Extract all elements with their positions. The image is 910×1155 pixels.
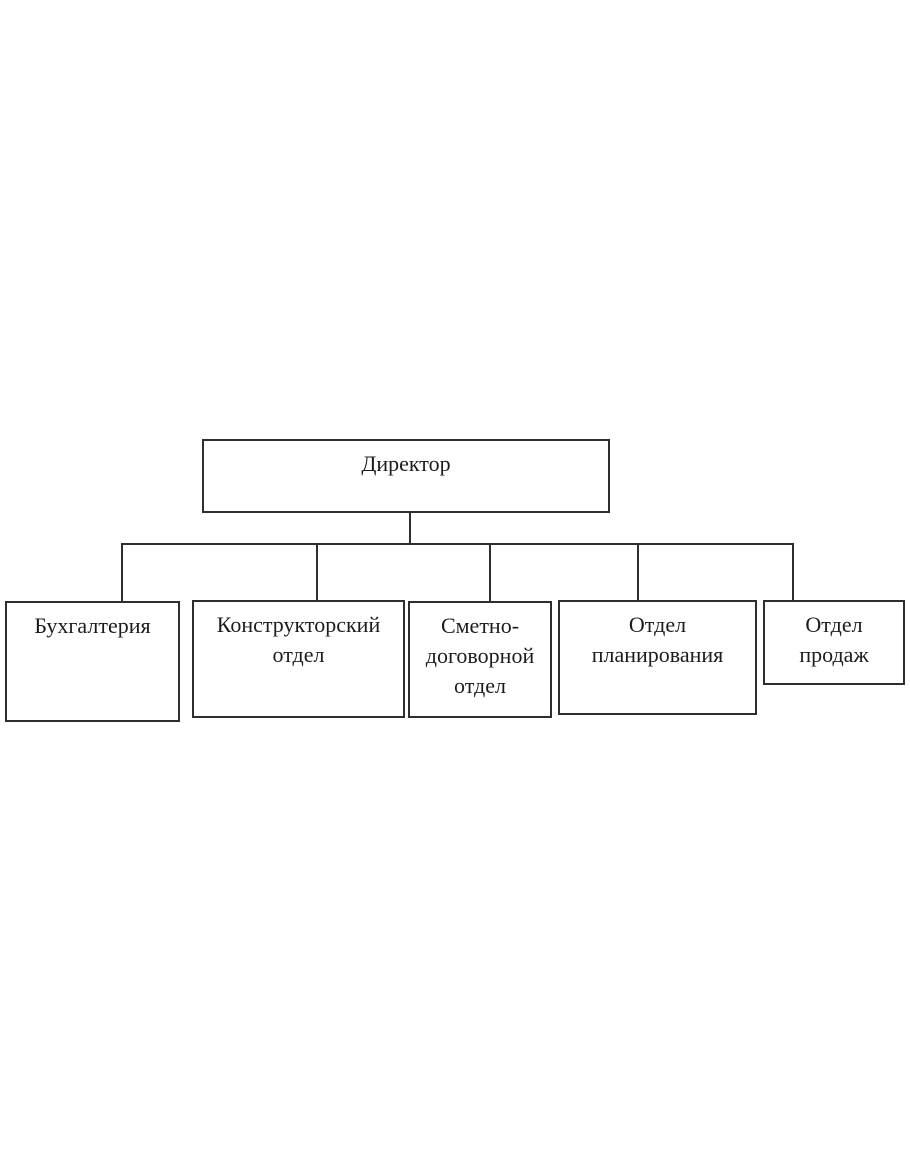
node-director-label: Директор (361, 451, 451, 476)
node-planning-department: Отдел планирования (558, 600, 757, 715)
connector-horizontal-bus (121, 543, 794, 545)
node-sales-department-label: Отдел продаж (799, 612, 869, 667)
node-planning-department-label: Отдел планирования (591, 612, 724, 667)
node-estimate-contract-department: Сметно-договорной отдел (408, 601, 552, 718)
node-design-department: Конструкторский отдел (192, 600, 405, 718)
node-accounting-label: Бухгалтерия (34, 613, 151, 638)
connector-drop-sales (792, 544, 794, 601)
connector-drop-design (316, 544, 318, 601)
connector-drop-estimate (489, 544, 491, 601)
node-design-department-label: Конструкторский отдел (216, 612, 381, 667)
connector-drop-accounting (121, 544, 123, 601)
node-estimate-contract-department-label: Сметно-договорной отдел (425, 613, 535, 698)
connector-director-stem (409, 513, 411, 544)
node-director: Директор (202, 439, 610, 513)
connector-drop-planning (637, 544, 639, 601)
node-sales-department: Отдел продаж (763, 600, 905, 685)
node-accounting: Бухгалтерия (5, 601, 180, 722)
